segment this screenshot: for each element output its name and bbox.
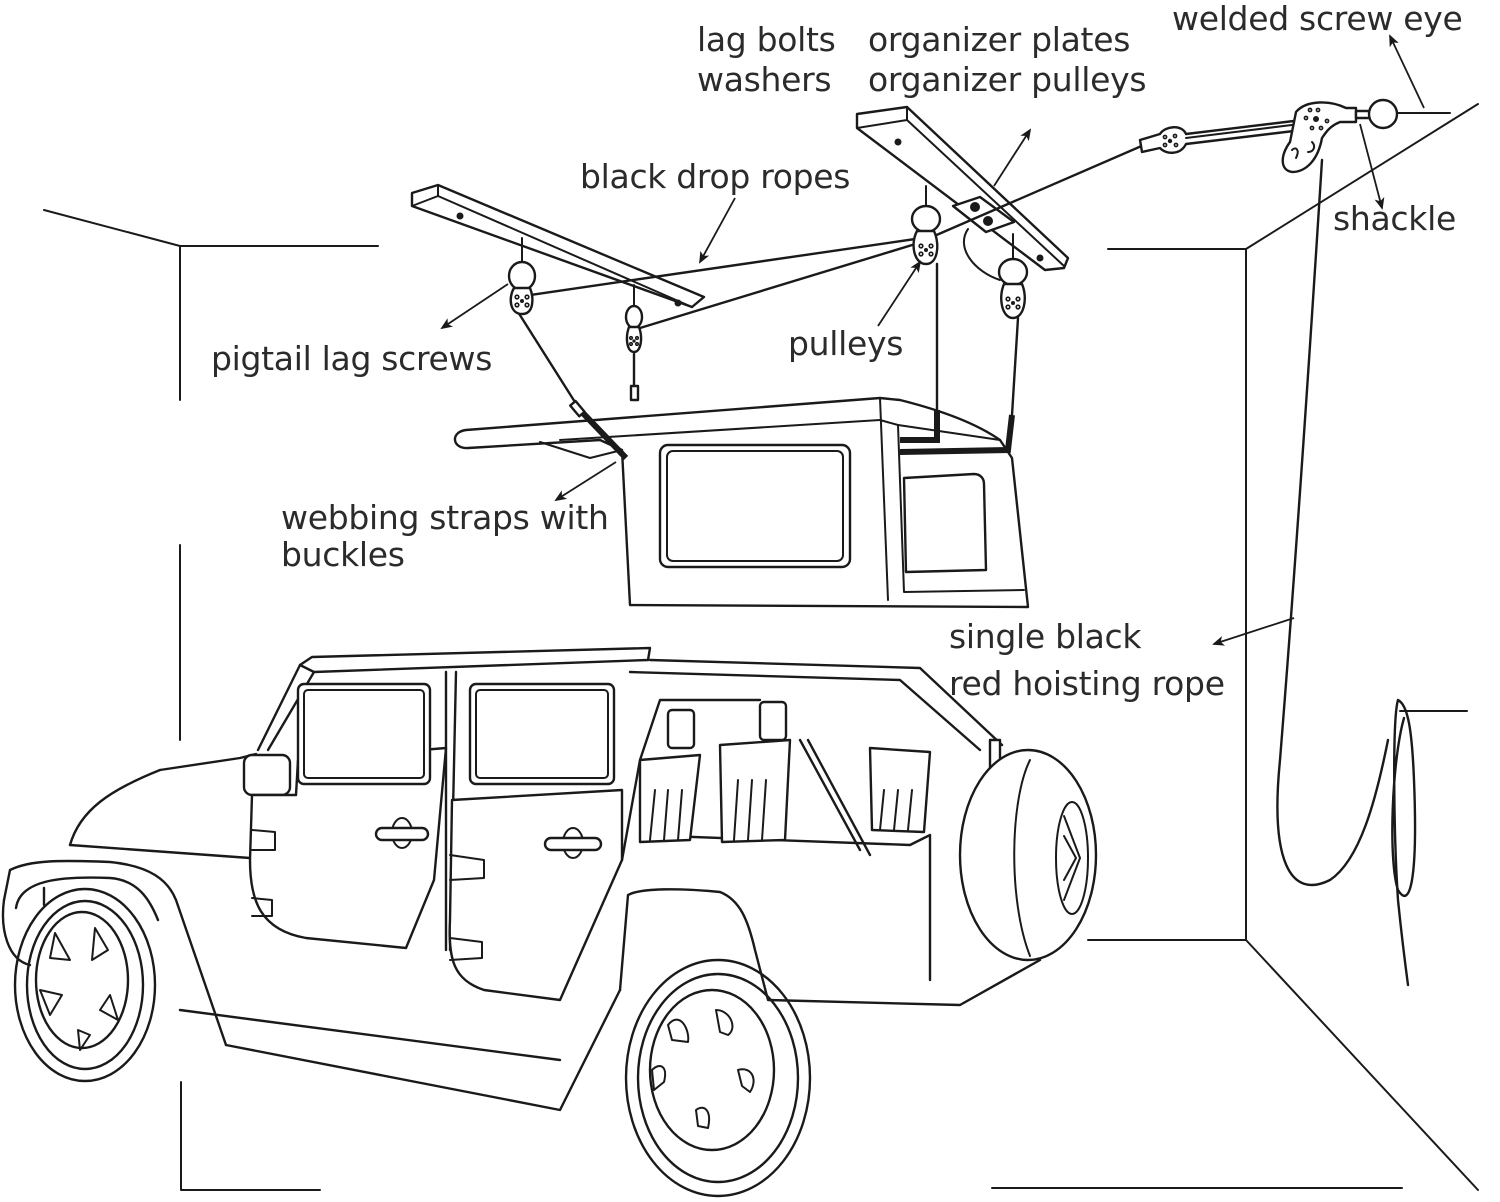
organizer-rope-loop — [962, 228, 1001, 281]
organizer-plate-right — [855, 105, 1070, 281]
buckle-center — [629, 384, 640, 402]
hoisting-rope-coil — [1391, 698, 1417, 987]
label-shackle: shackle — [1333, 199, 1456, 238]
label-pigtail-lag-screws: pigtail lag screws — [211, 339, 493, 378]
label-organizer-pulleys: organizer pulleys — [868, 60, 1147, 99]
label-arrows — [440, 34, 1425, 646]
hardtop-side-window — [658, 443, 852, 569]
buckle-left — [569, 399, 586, 418]
garage-walls — [43, 103, 1479, 1191]
black-drop-rope-1 — [528, 236, 924, 297]
hardtop — [453, 384, 1030, 609]
left-floor-corner — [180, 1081, 321, 1191]
label-webbing-straps-line1: webbing straps with — [281, 498, 609, 537]
screw-eye-assembly — [1138, 98, 1399, 174]
jeep — [1, 646, 1098, 1198]
side-mirror — [242, 753, 292, 797]
label-welded-screw-eye: welded screw eye — [1172, 0, 1463, 38]
arrow-hoisting-rope — [1212, 617, 1295, 646]
webbing-strap-right-2 — [899, 414, 1015, 455]
label-hoisting-rope-line2: red hoisting rope — [949, 664, 1225, 703]
arrow-black-drop-ropes — [699, 197, 736, 264]
organizer-plate-left — [410, 183, 706, 309]
arrow-welded-screw-eye — [1389, 34, 1425, 109]
arrow-webbing-straps — [554, 461, 617, 502]
webbing-strap-right-1 — [900, 410, 940, 443]
label-hoisting-rope-line1: single black — [949, 617, 1142, 656]
right-wall-corner — [1087, 248, 1247, 941]
front-door — [248, 746, 448, 950]
label-washers: washers — [697, 60, 832, 99]
black-drop-rope-main — [923, 136, 1162, 242]
pulley-2 — [624, 304, 644, 354]
arrow-organizer-pulleys — [993, 128, 1032, 187]
rear-wheel — [624, 958, 812, 1198]
label-webbing-straps-line2: buckles — [281, 535, 405, 574]
arrow-pigtail-lag-screws — [440, 283, 509, 330]
label-pulleys: pulleys — [788, 324, 904, 363]
front-wheel — [13, 887, 157, 1083]
arrow-shackle — [1359, 123, 1385, 210]
pulley-4 — [997, 257, 1029, 320]
floor-right-edge — [1245, 939, 1479, 1191]
ceiling-left-edge — [43, 209, 379, 247]
label-lag-bolts: lag bolts — [697, 20, 836, 59]
rear-door-handle — [543, 827, 603, 859]
rear-door — [448, 788, 624, 1002]
shackle-pulley — [1281, 101, 1358, 174]
pulley-drop-1 — [516, 310, 582, 412]
front-door-window — [296, 682, 432, 786]
black-drop-rope-2 — [638, 240, 924, 330]
hoisting-rope — [1276, 158, 1390, 887]
label-organizer-plates: organizer plates — [868, 20, 1131, 59]
spare-tire — [958, 738, 1098, 962]
arrow-pulleys — [877, 260, 922, 327]
pulley-3 — [910, 204, 942, 266]
rear-door-window — [468, 682, 616, 786]
front-door-handle — [374, 817, 430, 849]
pulley-drop-4 — [1010, 316, 1020, 417]
pulley-1 — [507, 260, 537, 316]
webbing-strap-left — [577, 407, 629, 461]
seats — [638, 700, 932, 844]
hardtop-rear-window — [902, 472, 988, 574]
welded-screw-eye — [1367, 98, 1399, 130]
label-black-drop-ropes: black drop ropes — [580, 157, 851, 196]
